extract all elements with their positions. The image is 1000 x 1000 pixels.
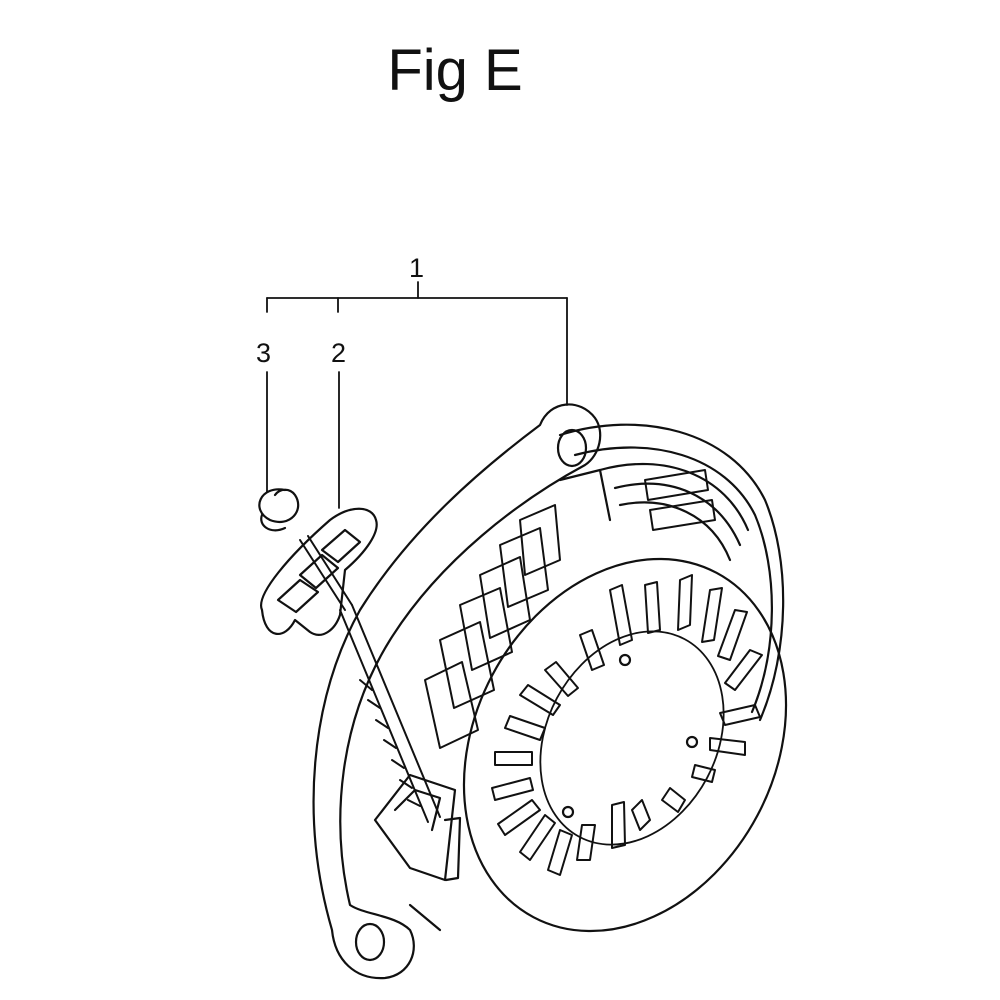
- rope-knot-drawing: [258, 488, 300, 532]
- callout-3-label: 3: [256, 338, 272, 368]
- callout-leader-lines: [266, 281, 568, 509]
- callout-2-label: 2: [331, 338, 347, 368]
- housing-barrel: [558, 423, 785, 722]
- bottom-mounting-hole: [354, 922, 386, 962]
- callout-1-label: 1: [409, 253, 425, 283]
- starter-handle-drawing: [260, 507, 378, 636]
- flange-plate: [312, 403, 612, 980]
- flange-fins: [424, 469, 716, 749]
- figure-title: Fig E: [387, 38, 523, 103]
- front-vent-slots: [491, 574, 763, 876]
- top-mounting-hole: [556, 428, 588, 468]
- starter-rope: [299, 535, 441, 823]
- rope-outlet-guide: [373, 773, 462, 882]
